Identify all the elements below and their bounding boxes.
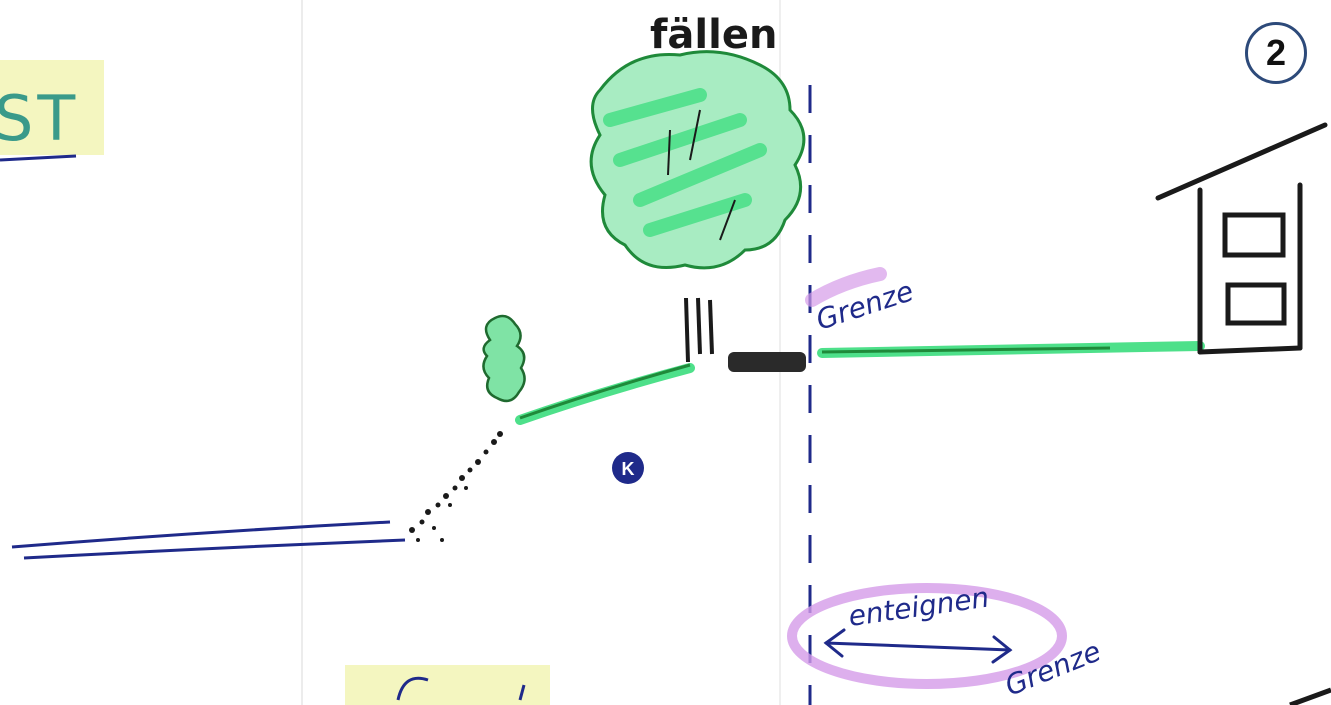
heading-underline (0, 156, 76, 160)
slope-dots (409, 431, 503, 542)
bush-icon (483, 316, 524, 401)
double-arrow-icon (826, 630, 1010, 662)
slope-green-line (520, 365, 690, 418)
bottom-right-stroke (1290, 690, 1331, 705)
label-fallen: fällen (650, 12, 777, 58)
tree-trunk-icon (686, 298, 712, 362)
page-number-badge: 2 (1245, 22, 1307, 84)
heading-partial: ST (0, 82, 79, 155)
wall-segment (728, 352, 806, 372)
label-grenze-lower: Grenze (1000, 634, 1105, 702)
house-icon (1158, 125, 1325, 352)
slope-green-fill (520, 368, 690, 420)
marker-k-label: K (622, 459, 635, 479)
